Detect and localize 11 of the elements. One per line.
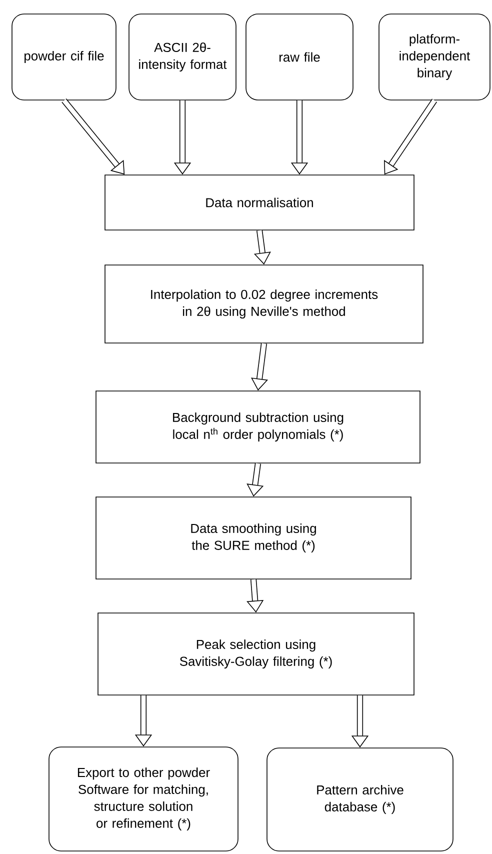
process-box: Interpolation to 0.02 degree increments in 2θ using Neville's method [104, 264, 424, 344]
process-box: Peak selection using Savitisky-Golay filtering (*) [98, 612, 414, 696]
input-box: powder cif file [12, 14, 116, 100]
process-box: Data smoothing using the SURE method (*) [96, 496, 412, 580]
input-box: ASCII 2θ-intensity format [128, 14, 236, 100]
process-box: Data normalisation [104, 174, 414, 230]
output-box: Export to other powder Software for matching, structure solution or refinement (*) [48, 746, 238, 852]
input-box: platform-independent binary [378, 14, 490, 100]
process-box: Background subtraction using local n$^{th}$ order polynomials (*) [96, 390, 420, 464]
input-box: raw file [246, 14, 354, 100]
output-box: Pattern archive database (*) [266, 748, 454, 852]
